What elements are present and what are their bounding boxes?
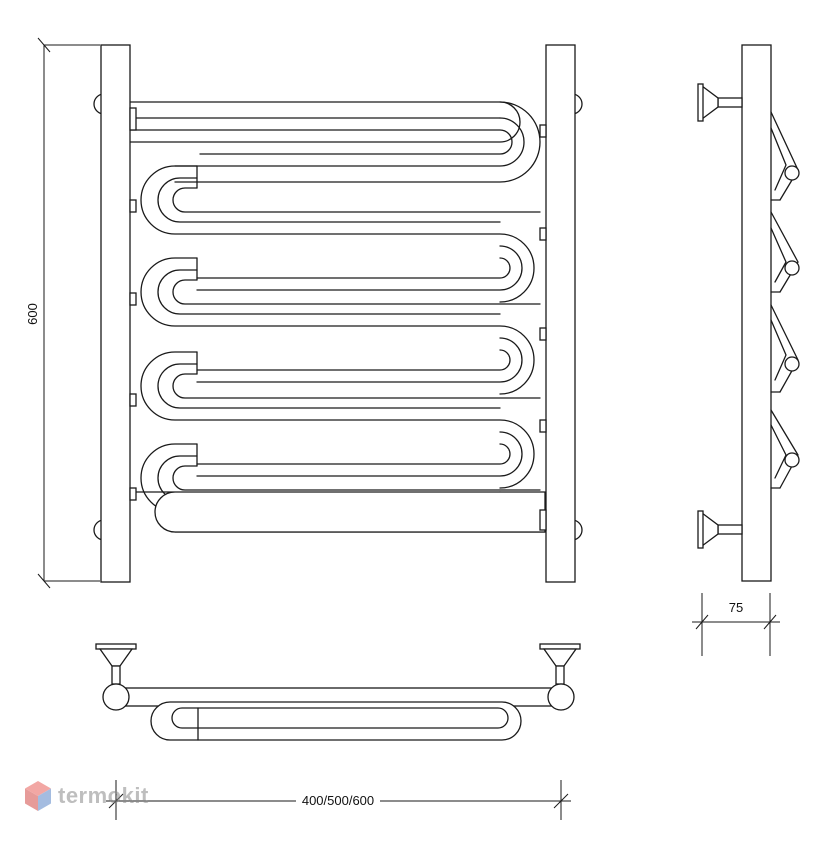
top-end-ball-right [547,683,575,711]
width-dimension-label: 400/500/600 [302,793,374,808]
brand-logo: termokit [24,780,149,812]
top-view: 400/500/600 [95,643,581,820]
tube-segment [196,443,511,465]
tube-segment [196,337,523,383]
side-collector [741,44,772,582]
height-dimension-label: 600 [25,303,40,325]
top-end-ball-left [102,683,130,711]
side-zigzag-tubes [770,111,800,489]
tube-segment [196,349,511,371]
side-bracket-top [697,83,743,122]
tube-segment [172,465,541,491]
tube-segment [174,117,525,167]
tube-segment [196,257,511,279]
tube-segment [172,187,541,213]
tube-segment [172,373,541,399]
tube-segment [157,177,501,223]
tube-segment [196,431,523,477]
top-bracket-left [95,643,137,685]
tube-segment [196,245,523,291]
side-bracket-bottom [697,510,743,549]
logo-hexagon-icon [25,781,51,811]
width-dimension: 400/500/600 [106,780,571,820]
tube-segment [157,363,501,409]
serpentine-tube [127,101,546,533]
height-dimension: 600 [25,37,100,589]
depth-dimension: 75 [692,593,780,656]
logo-text: termokit [58,783,149,808]
depth-dimension-label: 75 [729,600,743,615]
tube-segment [157,269,501,315]
tube-segment [174,101,541,183]
tube-segment [172,279,541,305]
tube-segment [140,351,535,489]
tube-segment [127,129,513,155]
tube-stubs [129,107,547,531]
tube-segment [140,257,535,395]
side-view: 75 [692,44,800,656]
front-view: 600 [25,37,583,589]
left-collector [100,44,131,583]
right-collector [545,44,576,583]
wall-mounts-front [93,93,583,541]
top-bracket-right [539,643,581,685]
tube-segment [140,165,535,303]
